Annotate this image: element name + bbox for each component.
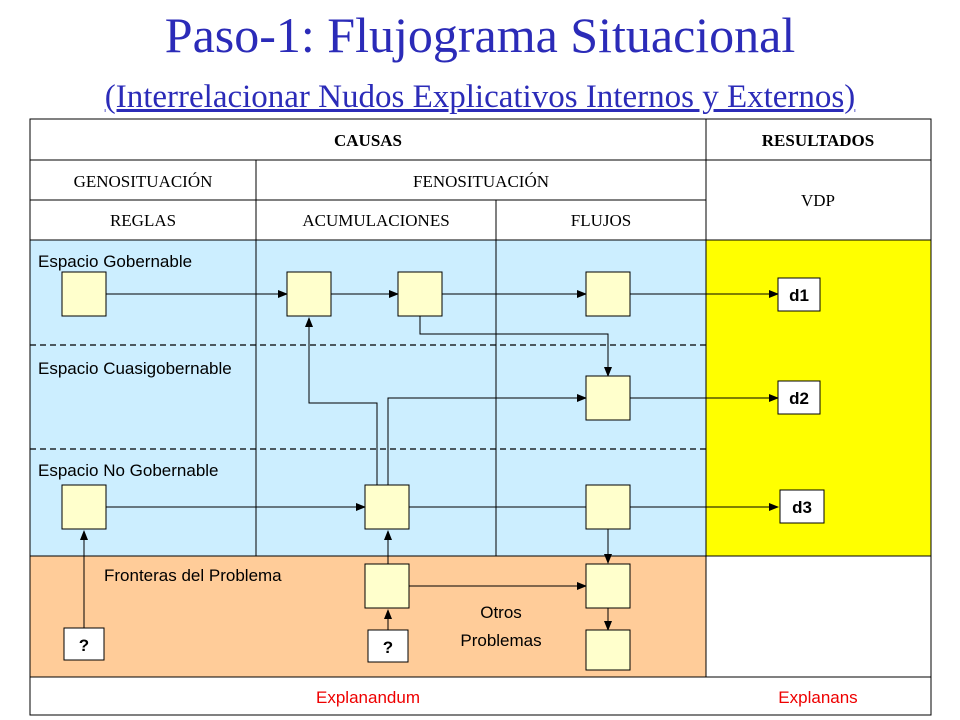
label-espacio-cuasigobernable: Espacio Cuasigobernable [38,359,232,378]
unknown-box-middle [367,629,409,663]
node-flujo-3 [585,484,631,530]
header-flujos: FLUJOS [571,211,631,230]
label-otros: Otros [480,603,522,622]
footer-explanans: Explanans [778,688,857,707]
unknown-left-text: ? [79,636,89,655]
descriptor-box-d1 [777,277,821,312]
header-genosituacion: GENOSITUACIÓN [74,172,213,191]
node-flujo-1 [585,271,631,317]
header-causas: CAUSAS [334,131,402,150]
page-subtitle: (Interrelacionar Nudos Explicativos Inte… [104,79,856,115]
node-regla-2 [61,484,107,530]
label-problemas: Problemas [460,631,541,650]
label-fronteras: Fronteras del Problema [104,566,282,585]
node-flujo-2 [585,375,631,421]
descriptor-box-d2 [777,380,821,415]
space-separators [30,344,706,450]
descriptor-d2: d2 [789,389,809,408]
descriptor-d1: d1 [789,286,809,305]
node-acumulacion-2 [397,271,443,317]
descriptor-d3: d3 [792,498,812,517]
label-espacio-gobernable: Espacio Gobernable [38,252,192,271]
unknown-middle-text: ? [383,638,393,657]
table-grid [29,118,932,716]
header-reglas: REGLAS [110,211,176,230]
node-acumulacion-3 [364,484,410,530]
header-resultados: RESULTADOS [762,131,874,150]
node-regla-1 [61,271,107,317]
page-title: Paso-1: Flujograma Situacional [164,7,796,63]
node-otro-1 [364,563,410,609]
label-espacio-no-gobernable: Espacio No Gobernable [38,461,219,480]
node-otro-2 [585,563,631,609]
header-fenosituacion: FENOSITUACIÓN [413,172,549,191]
node-acumulacion-1 [286,271,332,317]
header-acumulaciones: ACUMULACIONES [302,211,449,230]
node-otro-3 [585,629,631,671]
descriptor-box-d3 [779,489,825,524]
unknown-box-left [63,627,105,661]
footer-explanandum: Explanandum [316,688,420,707]
header-vdp: VDP [801,191,835,210]
